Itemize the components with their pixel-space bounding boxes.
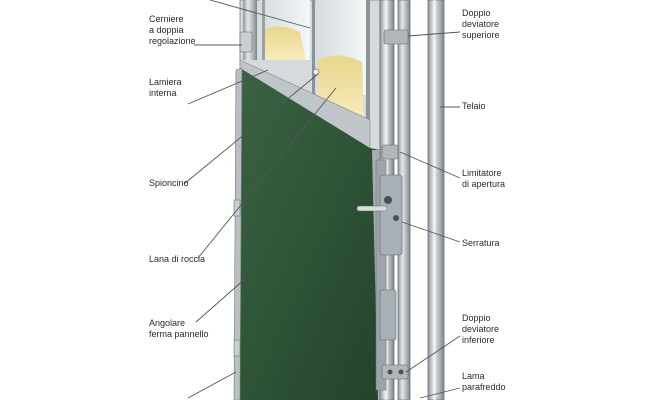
door-handle <box>356 205 388 212</box>
peephole <box>312 68 320 76</box>
label-line: Telaio <box>462 101 486 111</box>
label-line: Lana di roccia <box>149 254 206 264</box>
label-line: Lamiera <box>149 77 182 87</box>
label-line: Doppio <box>462 313 491 323</box>
label-angolare: Angolare ferma pannello <box>149 318 209 340</box>
label-line: ferma pannello <box>149 329 209 339</box>
label-line: deviatore <box>462 19 500 29</box>
label-lana-di-roccia: Lana di roccia <box>149 254 205 265</box>
label-line: Doppio <box>462 8 491 18</box>
label-cerniere: Cerniere a doppia regolazione <box>149 14 196 47</box>
leader-lines <box>183 0 461 399</box>
label-line: Limitatore <box>462 168 502 178</box>
label-spioncino: Spioncino <box>149 178 189 189</box>
label-line: regolazione <box>149 36 196 46</box>
label-doppio-deviatore-inferiore: Doppio deviatore inferiore <box>462 313 499 346</box>
label-doppio-deviatore-superiore: Doppio deviatore superiore <box>462 8 500 41</box>
label-serratura: Serratura <box>462 238 500 249</box>
hardware <box>233 29 409 380</box>
label-line: superiore <box>462 30 500 40</box>
label-line: inferiore <box>462 335 495 345</box>
label-line: Lama <box>462 371 485 381</box>
label-line: Spioncino <box>149 178 189 188</box>
label-line: Serratura <box>462 238 500 248</box>
label-lama-parafreddo: Lama parafreddo <box>462 371 506 393</box>
label-line: parafreddo <box>462 382 506 392</box>
deviator-top <box>383 29 409 45</box>
lock-body <box>379 174 403 256</box>
label-line: a doppia <box>149 25 184 35</box>
label-line: deviatore <box>462 324 500 334</box>
telaio-frame <box>397 0 445 400</box>
label-telaio: Telaio <box>462 101 486 112</box>
label-line: di apertura <box>462 179 506 189</box>
label-line: interna <box>149 88 177 98</box>
hinge-top <box>239 31 253 53</box>
label-lamiera-interna: Lamiera interna <box>149 77 182 99</box>
label-limitatore: Limitatore di apertura <box>462 168 505 190</box>
label-line: Cerniere <box>149 14 184 24</box>
label-line: Angolare <box>149 318 186 328</box>
